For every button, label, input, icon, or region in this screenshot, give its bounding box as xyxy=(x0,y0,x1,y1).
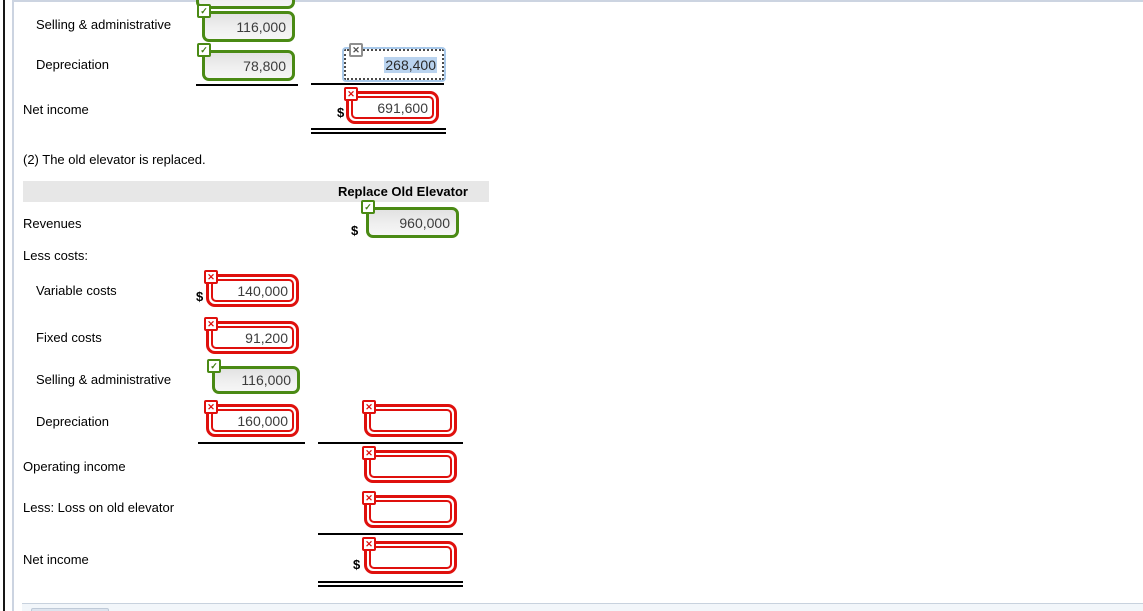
row-label-selling-admin-2: Selling & administrative xyxy=(36,372,172,387)
row-label-depreciation-1: Depreciation xyxy=(36,57,109,72)
panel-border-left xyxy=(12,0,14,611)
input-operating-income[interactable] xyxy=(369,455,452,478)
grand-total-rule xyxy=(318,581,463,587)
total-rule xyxy=(318,533,463,535)
input-fixed-costs[interactable] xyxy=(211,326,294,349)
x-icon: ✕ xyxy=(204,400,218,414)
currency-symbol: $ xyxy=(353,557,361,572)
input-selling-admin-1[interactable] xyxy=(202,11,295,42)
input-variable-costs[interactable] xyxy=(211,279,294,302)
row-label-variable-costs: Variable costs xyxy=(36,283,117,298)
window-edge-line xyxy=(3,0,5,611)
row-label-net-income-1: Net income xyxy=(23,102,89,117)
currency-symbol: $ xyxy=(196,289,204,304)
currency-symbol: $ xyxy=(351,223,359,238)
x-icon: ✕ xyxy=(204,317,218,331)
total-rule xyxy=(318,442,463,444)
row-label-net-income-2: Net income xyxy=(23,552,89,567)
input-selling-admin-2[interactable] xyxy=(212,366,300,394)
total-rule xyxy=(311,83,444,85)
selected-text: 268,400 xyxy=(384,56,437,73)
input-net-income-2[interactable] xyxy=(369,546,452,569)
input-depreciation-2[interactable] xyxy=(211,409,294,432)
x-icon: ✕ xyxy=(204,270,218,284)
row-label-depreciation-2: Depreciation xyxy=(36,414,109,429)
column-header: Replace Old Elevator xyxy=(23,181,489,202)
check-icon: ✓ xyxy=(197,4,211,18)
total-rule xyxy=(196,84,298,86)
total-rule xyxy=(198,442,305,444)
check-icon: ✓ xyxy=(361,200,375,214)
input-net-income-1[interactable] xyxy=(351,96,434,119)
x-icon: ✕ xyxy=(344,87,358,101)
input-depreciation-total[interactable] xyxy=(369,409,452,432)
x-icon: ✕ xyxy=(362,446,376,460)
input-depreciation-1[interactable] xyxy=(202,50,295,81)
check-icon: ✓ xyxy=(197,43,211,57)
currency-symbol: $ xyxy=(337,105,345,120)
x-icon: ✕ xyxy=(349,43,363,57)
input-loss-on-old-elevator[interactable] xyxy=(369,500,452,523)
row-label-revenues: Revenues xyxy=(23,216,82,231)
row-label-less-costs: Less costs: xyxy=(23,248,89,263)
check-icon: ✓ xyxy=(207,359,221,373)
input-total-adjustment[interactable]: ✕ 268,400 xyxy=(344,43,444,80)
x-icon: ✕ xyxy=(362,400,376,414)
input-revenues[interactable] xyxy=(366,207,459,238)
row-label-selling-admin-1: Selling & administrative xyxy=(36,17,172,32)
footer-toolbar xyxy=(22,603,1143,611)
panel-border-top xyxy=(12,0,1143,2)
row-label-fixed-costs: Fixed costs xyxy=(36,330,102,345)
section-caption: (2) The old elevator is replaced. xyxy=(23,152,206,167)
row-label-loss-on-old-elevator: Less: Loss on old elevator xyxy=(23,500,175,515)
x-icon: ✕ xyxy=(362,491,376,505)
footer-button[interactable] xyxy=(31,608,109,611)
x-icon: ✕ xyxy=(362,537,376,551)
row-label-operating-income: Operating income xyxy=(23,459,126,474)
grand-total-rule xyxy=(311,128,446,134)
